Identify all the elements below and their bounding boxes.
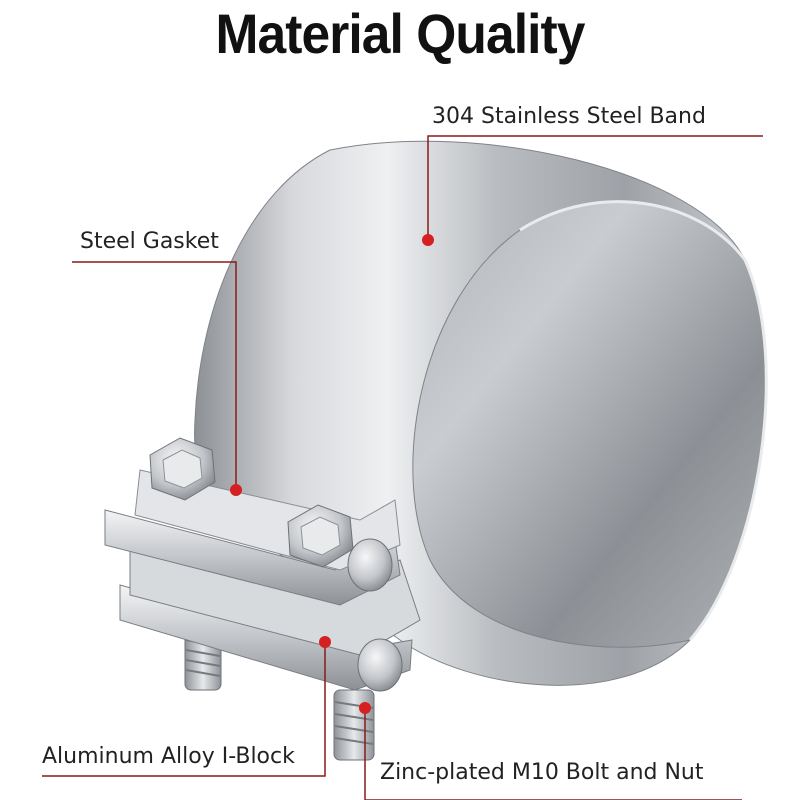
gasket-callout-dot	[230, 484, 242, 496]
upper-bar	[104, 509, 401, 606]
bottom-bolt-right	[333, 689, 375, 761]
hex-nut-left	[149, 437, 216, 501]
i-block-label: Aluminum Alloy I-Block	[42, 744, 295, 769]
band-label: 304 Stainless Steel Band	[432, 104, 706, 129]
block-callout-dot	[319, 636, 331, 648]
bolt-callout-dot	[359, 702, 371, 714]
gasket-callout-line	[72, 261, 237, 487]
bolt-callout-line	[364, 708, 742, 800]
band-rim	[519, 200, 768, 641]
end-nut	[347, 538, 393, 592]
callout-lines	[42, 135, 763, 800]
band-callout-dot	[422, 234, 434, 246]
hex-nut-right	[287, 504, 354, 568]
side-nut	[357, 638, 403, 692]
block-callout-line	[42, 644, 326, 777]
page-title: Material Quality	[215, 2, 586, 65]
band-callout-line	[427, 135, 763, 240]
callout-dots	[230, 234, 434, 714]
gasket-label: Steel Gasket	[80, 229, 219, 254]
bolt-label: Zinc-plated M10 Bolt and Nut	[380, 760, 704, 785]
bolt-threads-right	[334, 701, 374, 745]
